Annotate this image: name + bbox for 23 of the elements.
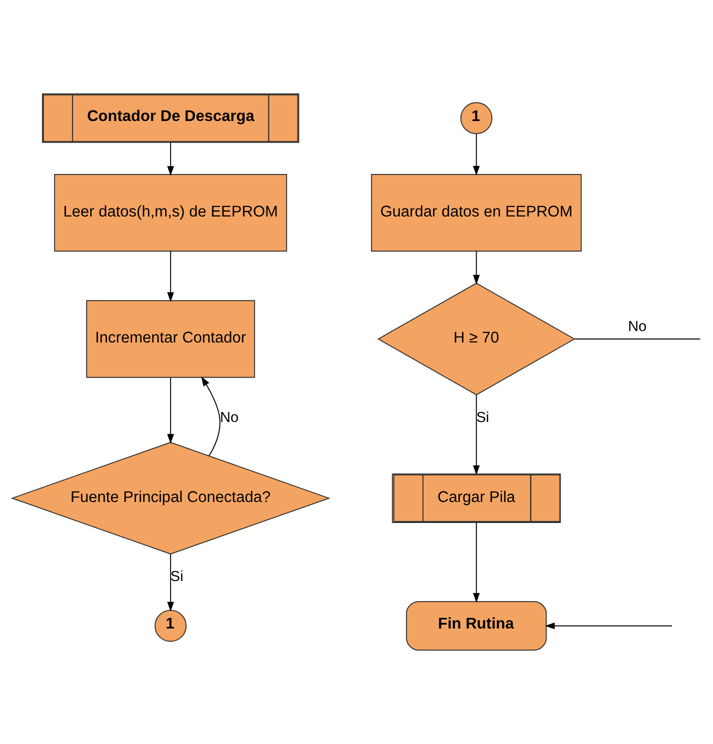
node-circle: 1: [154, 610, 187, 642]
arrow: [167, 377, 174, 444]
node-box: Leer datos(h,m,s) de EEPROM: [54, 174, 288, 252]
node-box: Fin Rutina: [406, 601, 547, 651]
node-box: Incrementar Contador: [86, 300, 256, 378]
arrow: [472, 394, 480, 476]
arrow: [201, 376, 220, 456]
node-diamond: Fuente Principal Conectada?: [10, 442, 330, 555]
arrow: [167, 250, 174, 302]
node-box: Guardar datos en EEPROM: [371, 174, 582, 252]
edge-label: Si: [170, 569, 184, 586]
edge-label: No: [628, 319, 647, 336]
connector: [574, 338, 701, 340]
arrow: [472, 522, 480, 603]
node-circle: 1: [460, 102, 492, 134]
arrow: [472, 250, 480, 285]
edge-label: No: [220, 410, 239, 426]
arrow: [472, 134, 480, 176]
arrow: [545, 622, 672, 630]
arrow: [167, 554, 174, 612]
arrow: [167, 142, 174, 176]
node-diamond: H ≥ 70: [377, 282, 576, 396]
edge-label: Si: [476, 410, 490, 426]
